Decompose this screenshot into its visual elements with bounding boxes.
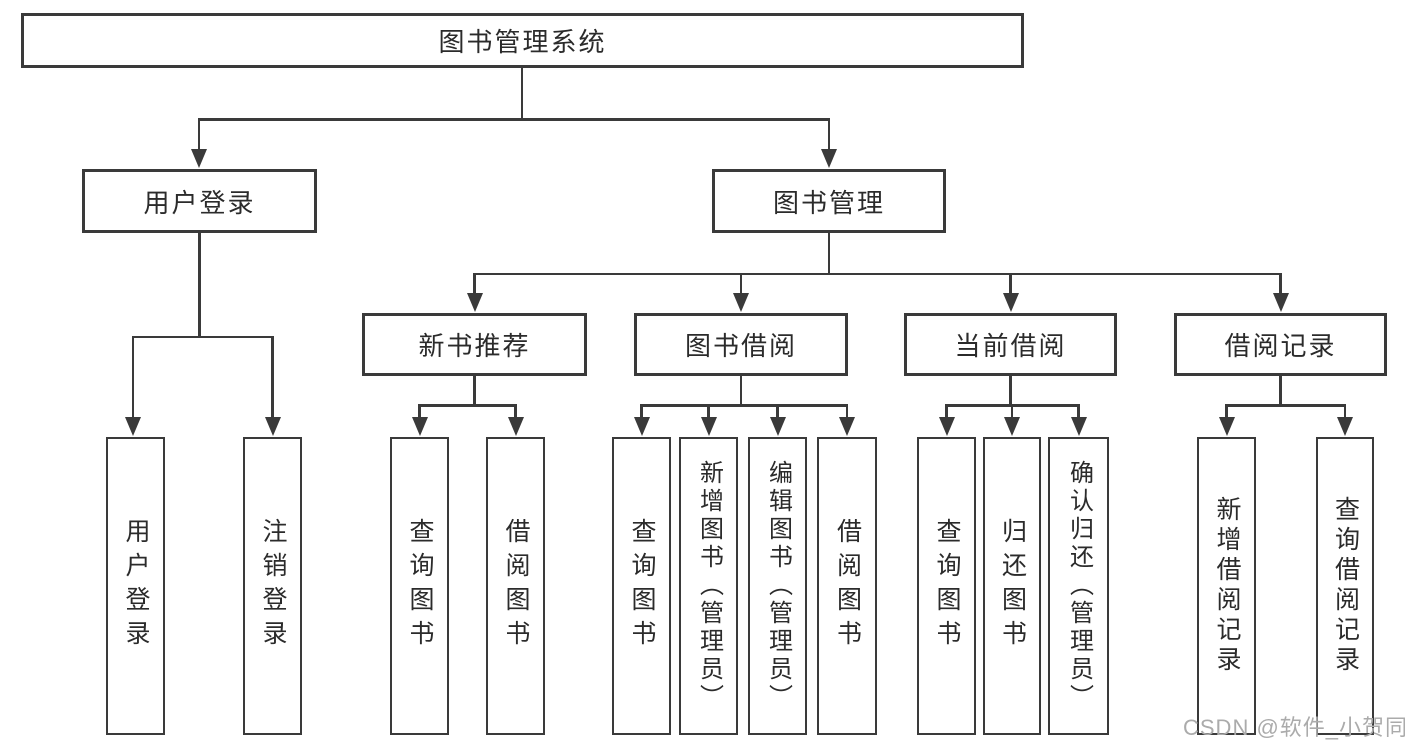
leaf-query-borrow-record: 查询借阅记录 xyxy=(1316,437,1374,735)
connector-line xyxy=(514,404,517,421)
node-new-book-recommend: 新书推荐 xyxy=(362,313,587,376)
node-current-borrowing: 当前借阅 xyxy=(904,313,1117,376)
connector-line xyxy=(520,68,523,119)
leaf-label: 借阅图书 xyxy=(502,518,530,654)
node-user-login: 用户登录 xyxy=(82,169,317,233)
node-label: 借阅记录 xyxy=(1224,331,1337,361)
connector-line xyxy=(131,335,274,338)
node-book-borrowing: 图书借阅 xyxy=(634,313,848,376)
connector-line xyxy=(739,273,743,297)
connector-line xyxy=(707,404,710,421)
arrowhead-down-icon xyxy=(1070,417,1087,436)
connector-line xyxy=(1279,273,1282,297)
node-library-management-system: 图书管理系统 xyxy=(21,13,1024,68)
arrowhead-down-icon xyxy=(938,417,955,436)
connector-line xyxy=(827,118,831,153)
connector-line xyxy=(1343,404,1347,421)
node-label: 新书推荐 xyxy=(418,331,531,361)
arrowhead-down-icon xyxy=(507,417,524,436)
connector-line xyxy=(1077,404,1080,421)
connector-line xyxy=(739,376,743,405)
connector-line xyxy=(640,404,849,407)
connector-line xyxy=(640,404,643,421)
arrowhead-down-icon xyxy=(633,417,650,436)
connector-line xyxy=(131,336,135,421)
leaf-label: 查询图书 xyxy=(406,518,434,654)
leaf-label: 新增借阅记录 xyxy=(1213,496,1241,676)
arrowhead-down-icon xyxy=(466,293,483,312)
connector-line xyxy=(776,404,779,421)
connector-line xyxy=(845,404,849,421)
leaf-label: 借阅图书 xyxy=(833,518,862,654)
arrowhead-down-icon xyxy=(769,417,786,436)
arrowhead-down-icon xyxy=(1272,293,1289,312)
leaf-logout: 注销登录 xyxy=(243,437,302,735)
connector-line xyxy=(473,272,1282,275)
leaf-label: 确认归还（管理员） xyxy=(1065,460,1093,712)
arrowhead-down-icon xyxy=(700,417,717,436)
leaf-borrow-books: 借阅图书 xyxy=(817,437,877,735)
connector-line xyxy=(1009,376,1012,405)
leaf-label: 新增图书（管理员） xyxy=(695,460,723,712)
leaf-add-books-admin: 新增图书（管理员） xyxy=(679,437,738,735)
connector-line xyxy=(473,376,476,405)
connector-line xyxy=(1225,404,1228,421)
arrowhead-down-icon xyxy=(411,417,428,436)
leaf-label: 查询图书 xyxy=(628,518,656,654)
leaf-query-books: 查询图书 xyxy=(917,437,976,735)
leaf-label: 注销登录 xyxy=(259,518,287,654)
connector-line xyxy=(197,118,201,153)
leaf-label: 归还图书 xyxy=(998,518,1027,654)
connector-line xyxy=(197,118,831,121)
watermark: CSDN @软件_小贺同学 xyxy=(1183,715,1405,740)
arrowhead-down-icon xyxy=(1337,417,1353,436)
connector-line xyxy=(945,404,948,421)
connector-line xyxy=(418,404,517,407)
connector-line xyxy=(1009,273,1012,297)
node-book-management: 图书管理 xyxy=(712,169,946,233)
arrowhead-down-icon xyxy=(821,149,837,168)
node-borrow-records: 借阅记录 xyxy=(1174,313,1387,376)
node-label: 图书管理 xyxy=(772,187,885,218)
arrowhead-down-icon xyxy=(1218,417,1235,436)
arrowhead-down-icon xyxy=(125,417,141,436)
leaf-return-books: 归还图书 xyxy=(983,437,1041,735)
leaf-user-login: 用户登录 xyxy=(106,437,165,735)
node-label: 图书管理系统 xyxy=(438,27,607,57)
leaf-confirm-return-admin: 确认归还（管理员） xyxy=(1048,437,1109,735)
leaf-edit-books-admin: 编辑图书（管理员） xyxy=(748,437,807,735)
arrowhead-down-icon xyxy=(1002,293,1019,312)
connector-line xyxy=(473,273,476,297)
arrowhead-down-icon xyxy=(839,417,855,436)
leaf-query-books: 查询图书 xyxy=(390,437,449,735)
connector-line xyxy=(418,404,421,421)
node-label: 图书借阅 xyxy=(684,331,797,361)
arrowhead-down-icon xyxy=(264,417,281,436)
leaf-add-borrow-record: 新增借阅记录 xyxy=(1197,437,1256,735)
connector-line xyxy=(827,233,831,273)
leaf-query-books: 查询图书 xyxy=(612,437,671,735)
connector-line xyxy=(1010,404,1014,421)
leaf-label: 编辑图书（管理员） xyxy=(764,460,792,712)
node-label: 当前借阅 xyxy=(954,331,1067,361)
connector-line xyxy=(198,233,201,336)
leaf-label: 查询借阅记录 xyxy=(1331,496,1360,676)
connector-line xyxy=(271,336,274,421)
arrowhead-down-icon xyxy=(191,149,207,168)
leaf-label: 用户登录 xyxy=(122,518,150,654)
node-label: 用户登录 xyxy=(143,187,256,218)
leaf-label: 查询图书 xyxy=(933,518,961,654)
arrowhead-down-icon xyxy=(1004,417,1020,436)
connector-line xyxy=(1225,404,1347,407)
arrowhead-down-icon xyxy=(733,293,749,312)
leaf-borrow-books: 借阅图书 xyxy=(486,437,545,735)
connector-line xyxy=(1279,376,1282,405)
